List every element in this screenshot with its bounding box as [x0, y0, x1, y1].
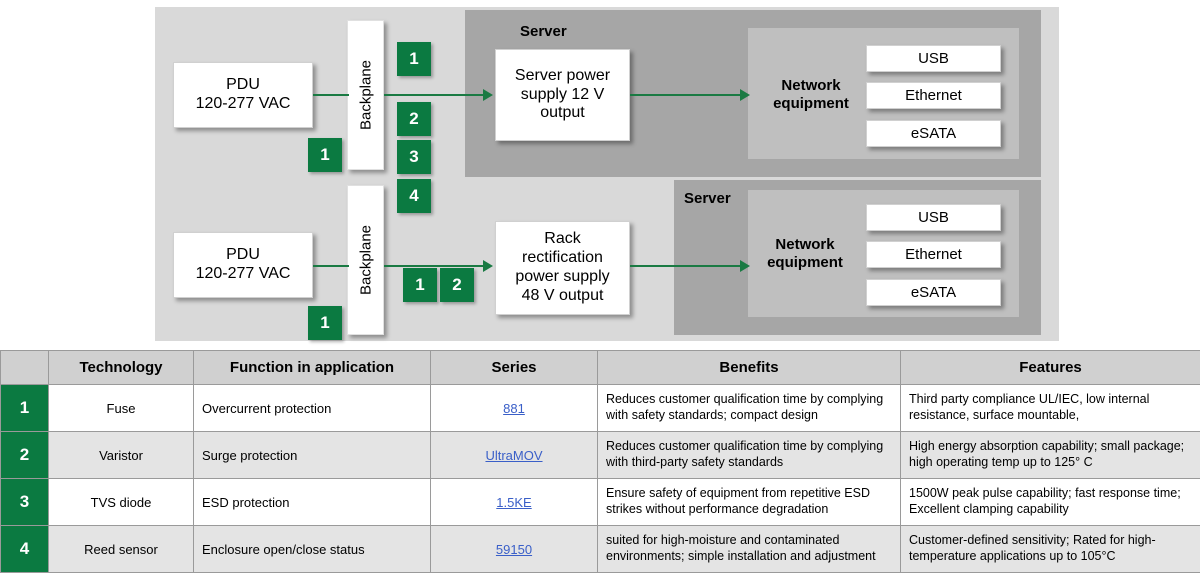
cell-function: ESD protection: [194, 479, 431, 526]
table-row: 4 Reed sensor Enclosure open/close statu…: [1, 526, 1200, 573]
arrowhead-network2: [740, 260, 750, 272]
component-spec-table: Technology Function in application Serie…: [0, 350, 1200, 573]
cell-benefits: Ensure safety of equipment from repetiti…: [598, 479, 901, 526]
series-link[interactable]: UltraMOV: [485, 448, 542, 463]
th-index: [1, 351, 49, 385]
row-index-badge: 3: [1, 479, 49, 526]
pdu1-line2: 120-277 VAC: [196, 95, 291, 112]
cell-technology: TVS diode: [49, 479, 194, 526]
network-label-line1: Network: [775, 236, 834, 253]
port-ethernet-top: Ethernet: [866, 82, 1001, 109]
server-title-top: Server: [520, 23, 567, 40]
table-row: 3 TVS diode ESD protection 1.5KE Ensure …: [1, 479, 1200, 526]
arrowhead-supply1: [483, 89, 493, 101]
arrowhead-supply2: [483, 260, 493, 272]
cell-function: Overcurrent protection: [194, 385, 431, 432]
network-label-line1: Network: [781, 77, 840, 94]
port-esata-bottom: eSATA: [866, 279, 1001, 306]
connector-pdu2-backplane: [313, 265, 349, 267]
marker-2-top: 2: [397, 102, 431, 136]
th-benefits: Benefits: [598, 351, 901, 385]
supply2-line4: 48 V output: [522, 287, 604, 304]
connector-pdu1-backplane: [313, 94, 349, 96]
pdu2-line2: 120-277 VAC: [196, 265, 291, 282]
cell-features: Customer-defined sensitivity; Rated for …: [901, 526, 1200, 573]
supply2-line3: power supply: [515, 268, 609, 285]
pdu-box-top: PDU 120-277 VAC: [173, 62, 313, 128]
row-index-badge: 2: [1, 432, 49, 479]
network-equipment-label-bottom: Network equipment: [750, 236, 860, 272]
port-usb-bottom: USB: [866, 204, 1001, 231]
network-label-line2: equipment: [767, 254, 843, 271]
supply2-line1: Rack: [544, 230, 580, 247]
supply2-line2: rectification: [522, 249, 603, 266]
cell-features: High energy absorption capability; small…: [901, 432, 1200, 479]
connector-supply2-network2: [630, 265, 741, 267]
rack-rectification-supply-box: Rack rectification power supply 48 V out…: [495, 221, 630, 315]
connector-backplane-supply1: [384, 94, 484, 96]
cell-function: Surge protection: [194, 432, 431, 479]
port-ethernet-bottom: Ethernet: [866, 241, 1001, 268]
backplane-bottom: Backplane: [347, 185, 384, 335]
backplane-label: Backplane: [357, 225, 374, 295]
series-link[interactable]: 59150: [496, 542, 532, 557]
marker-2-bottom: 2: [440, 268, 474, 302]
cell-technology: Reed sensor: [49, 526, 194, 573]
th-features: Features: [901, 351, 1200, 385]
cell-series: UltraMOV: [431, 432, 598, 479]
cell-series: 59150: [431, 526, 598, 573]
marker-1-under-pdu-top: 1: [308, 138, 342, 172]
network-equipment-label-top: Network equipment: [756, 77, 866, 113]
cell-series: 1.5KE: [431, 479, 598, 526]
network-label-line2: equipment: [773, 95, 849, 112]
backplane-label: Backplane: [357, 60, 374, 130]
series-link[interactable]: 881: [503, 401, 525, 416]
server-power-supply-box: Server power supply 12 V output: [495, 49, 630, 141]
port-esata-top: eSATA: [866, 120, 1001, 147]
cell-series: 881: [431, 385, 598, 432]
row-index-badge: 4: [1, 526, 49, 573]
cell-benefits: Reduces customer qualification time by c…: [598, 385, 901, 432]
connector-supply1-network1: [630, 94, 741, 96]
cell-features: Third party compliance UL/IEC, low inter…: [901, 385, 1200, 432]
marker-1-under-pdu-bottom: 1: [308, 306, 342, 340]
power-distribution-diagram: Server Network equipment USB Ethernet eS…: [0, 0, 1200, 348]
connector-backplane-supply2: [384, 265, 484, 267]
marker-1-bottom: 1: [403, 268, 437, 302]
table-header-row: Technology Function in application Serie…: [1, 351, 1200, 385]
th-technology: Technology: [49, 351, 194, 385]
supply1-line3: output: [540, 104, 584, 121]
arrowhead-network1: [740, 89, 750, 101]
pdu-box-bottom: PDU 120-277 VAC: [173, 232, 313, 298]
cell-benefits: Reduces customer qualification time by c…: [598, 432, 901, 479]
supply1-line1: Server power: [515, 67, 610, 84]
cell-features: 1500W peak pulse capability; fast respon…: [901, 479, 1200, 526]
series-link[interactable]: 1.5KE: [496, 495, 531, 510]
cell-technology: Fuse: [49, 385, 194, 432]
marker-1-top: 1: [397, 42, 431, 76]
marker-4-top: 4: [397, 179, 431, 213]
server-title-bottom: Server: [684, 190, 731, 207]
pdu2-line1: PDU: [226, 246, 260, 263]
marker-3-top: 3: [397, 140, 431, 174]
table-row: 2 Varistor Surge protection UltraMOV Red…: [1, 432, 1200, 479]
backplane-top: Backplane: [347, 20, 384, 170]
th-series: Series: [431, 351, 598, 385]
cell-function: Enclosure open/close status: [194, 526, 431, 573]
th-function: Function in application: [194, 351, 431, 385]
cell-technology: Varistor: [49, 432, 194, 479]
supply1-line2: supply 12 V: [521, 86, 605, 103]
pdu1-line1: PDU: [226, 76, 260, 93]
row-index-badge: 1: [1, 385, 49, 432]
cell-benefits: suited for high-moisture and contaminate…: [598, 526, 901, 573]
table-row: 1 Fuse Overcurrent protection 881 Reduce…: [1, 385, 1200, 432]
port-usb-top: USB: [866, 45, 1001, 72]
